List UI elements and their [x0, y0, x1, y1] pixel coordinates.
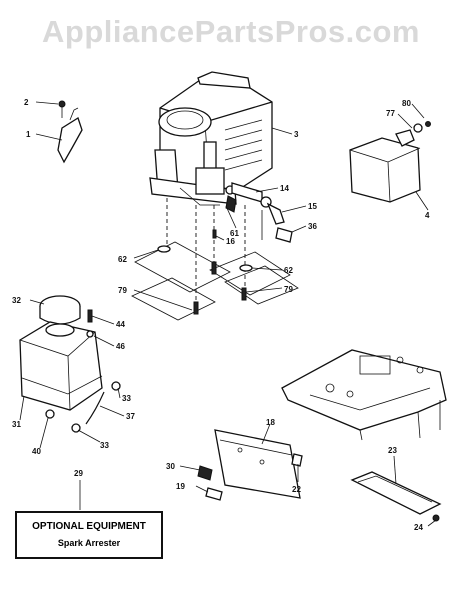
- plate-assembly: [197, 429, 303, 501]
- optional-equipment-box: OPTIONAL EQUIPMENT Spark Arrester: [15, 511, 163, 559]
- part-label-79a: 79: [118, 286, 127, 295]
- part-label-80: 80: [402, 99, 411, 108]
- part-label-37: 37: [126, 412, 135, 421]
- part-label-31: 31: [12, 420, 21, 429]
- muffler: [349, 121, 431, 203]
- part-label-61: 61: [230, 229, 239, 238]
- part-label-3: 3: [294, 130, 299, 139]
- mounting-hardware: [131, 229, 299, 321]
- throttle-control: [57, 100, 83, 164]
- part-label-19: 19: [176, 482, 185, 491]
- part-label-24: 24: [414, 523, 423, 532]
- mounting-guide-lines: [166, 198, 246, 306]
- part-label-30: 30: [166, 462, 175, 471]
- part-label-2: 2: [24, 98, 29, 107]
- part-label-23: 23: [388, 446, 397, 455]
- part-label-77: 77: [386, 109, 395, 118]
- part-label-62a: 62: [118, 255, 127, 264]
- watermark: AppliancePartsPros.com: [42, 14, 420, 49]
- optional-equipment-title: OPTIONAL EQUIPMENT: [32, 521, 146, 532]
- chassis-frame: [281, 349, 447, 441]
- part-label-14: 14: [280, 184, 289, 193]
- part-label-33b: 33: [100, 441, 109, 450]
- part-labels: 2 1 3 80 77 4 14 15 61 16 36 62 62 79 79…: [12, 98, 430, 532]
- part-label-29: 29: [74, 469, 83, 478]
- part-label-4: 4: [425, 211, 430, 220]
- fuel-fittings: [225, 182, 293, 243]
- part-label-62b: 62: [284, 266, 293, 275]
- part-label-18: 18: [266, 418, 275, 427]
- leader-lines: [19, 101, 437, 527]
- part-label-1: 1: [26, 130, 31, 139]
- part-label-32: 32: [12, 296, 21, 305]
- part-label-40: 40: [32, 447, 41, 456]
- spark-arrester-label: Spark Arrester: [57, 538, 121, 548]
- part-label-46: 46: [116, 342, 125, 351]
- bracket-23: [350, 471, 442, 522]
- part-label-15: 15: [308, 202, 317, 211]
- part-label-22: 22: [292, 485, 301, 494]
- part-label-16: 16: [226, 237, 235, 246]
- part-label-33a: 33: [122, 394, 131, 403]
- fuel-tank: [19, 295, 121, 433]
- engine-assembly: [149, 71, 273, 206]
- part-label-44: 44: [116, 320, 125, 329]
- part-label-79b: 79: [284, 285, 293, 294]
- part-label-36: 36: [308, 222, 317, 231]
